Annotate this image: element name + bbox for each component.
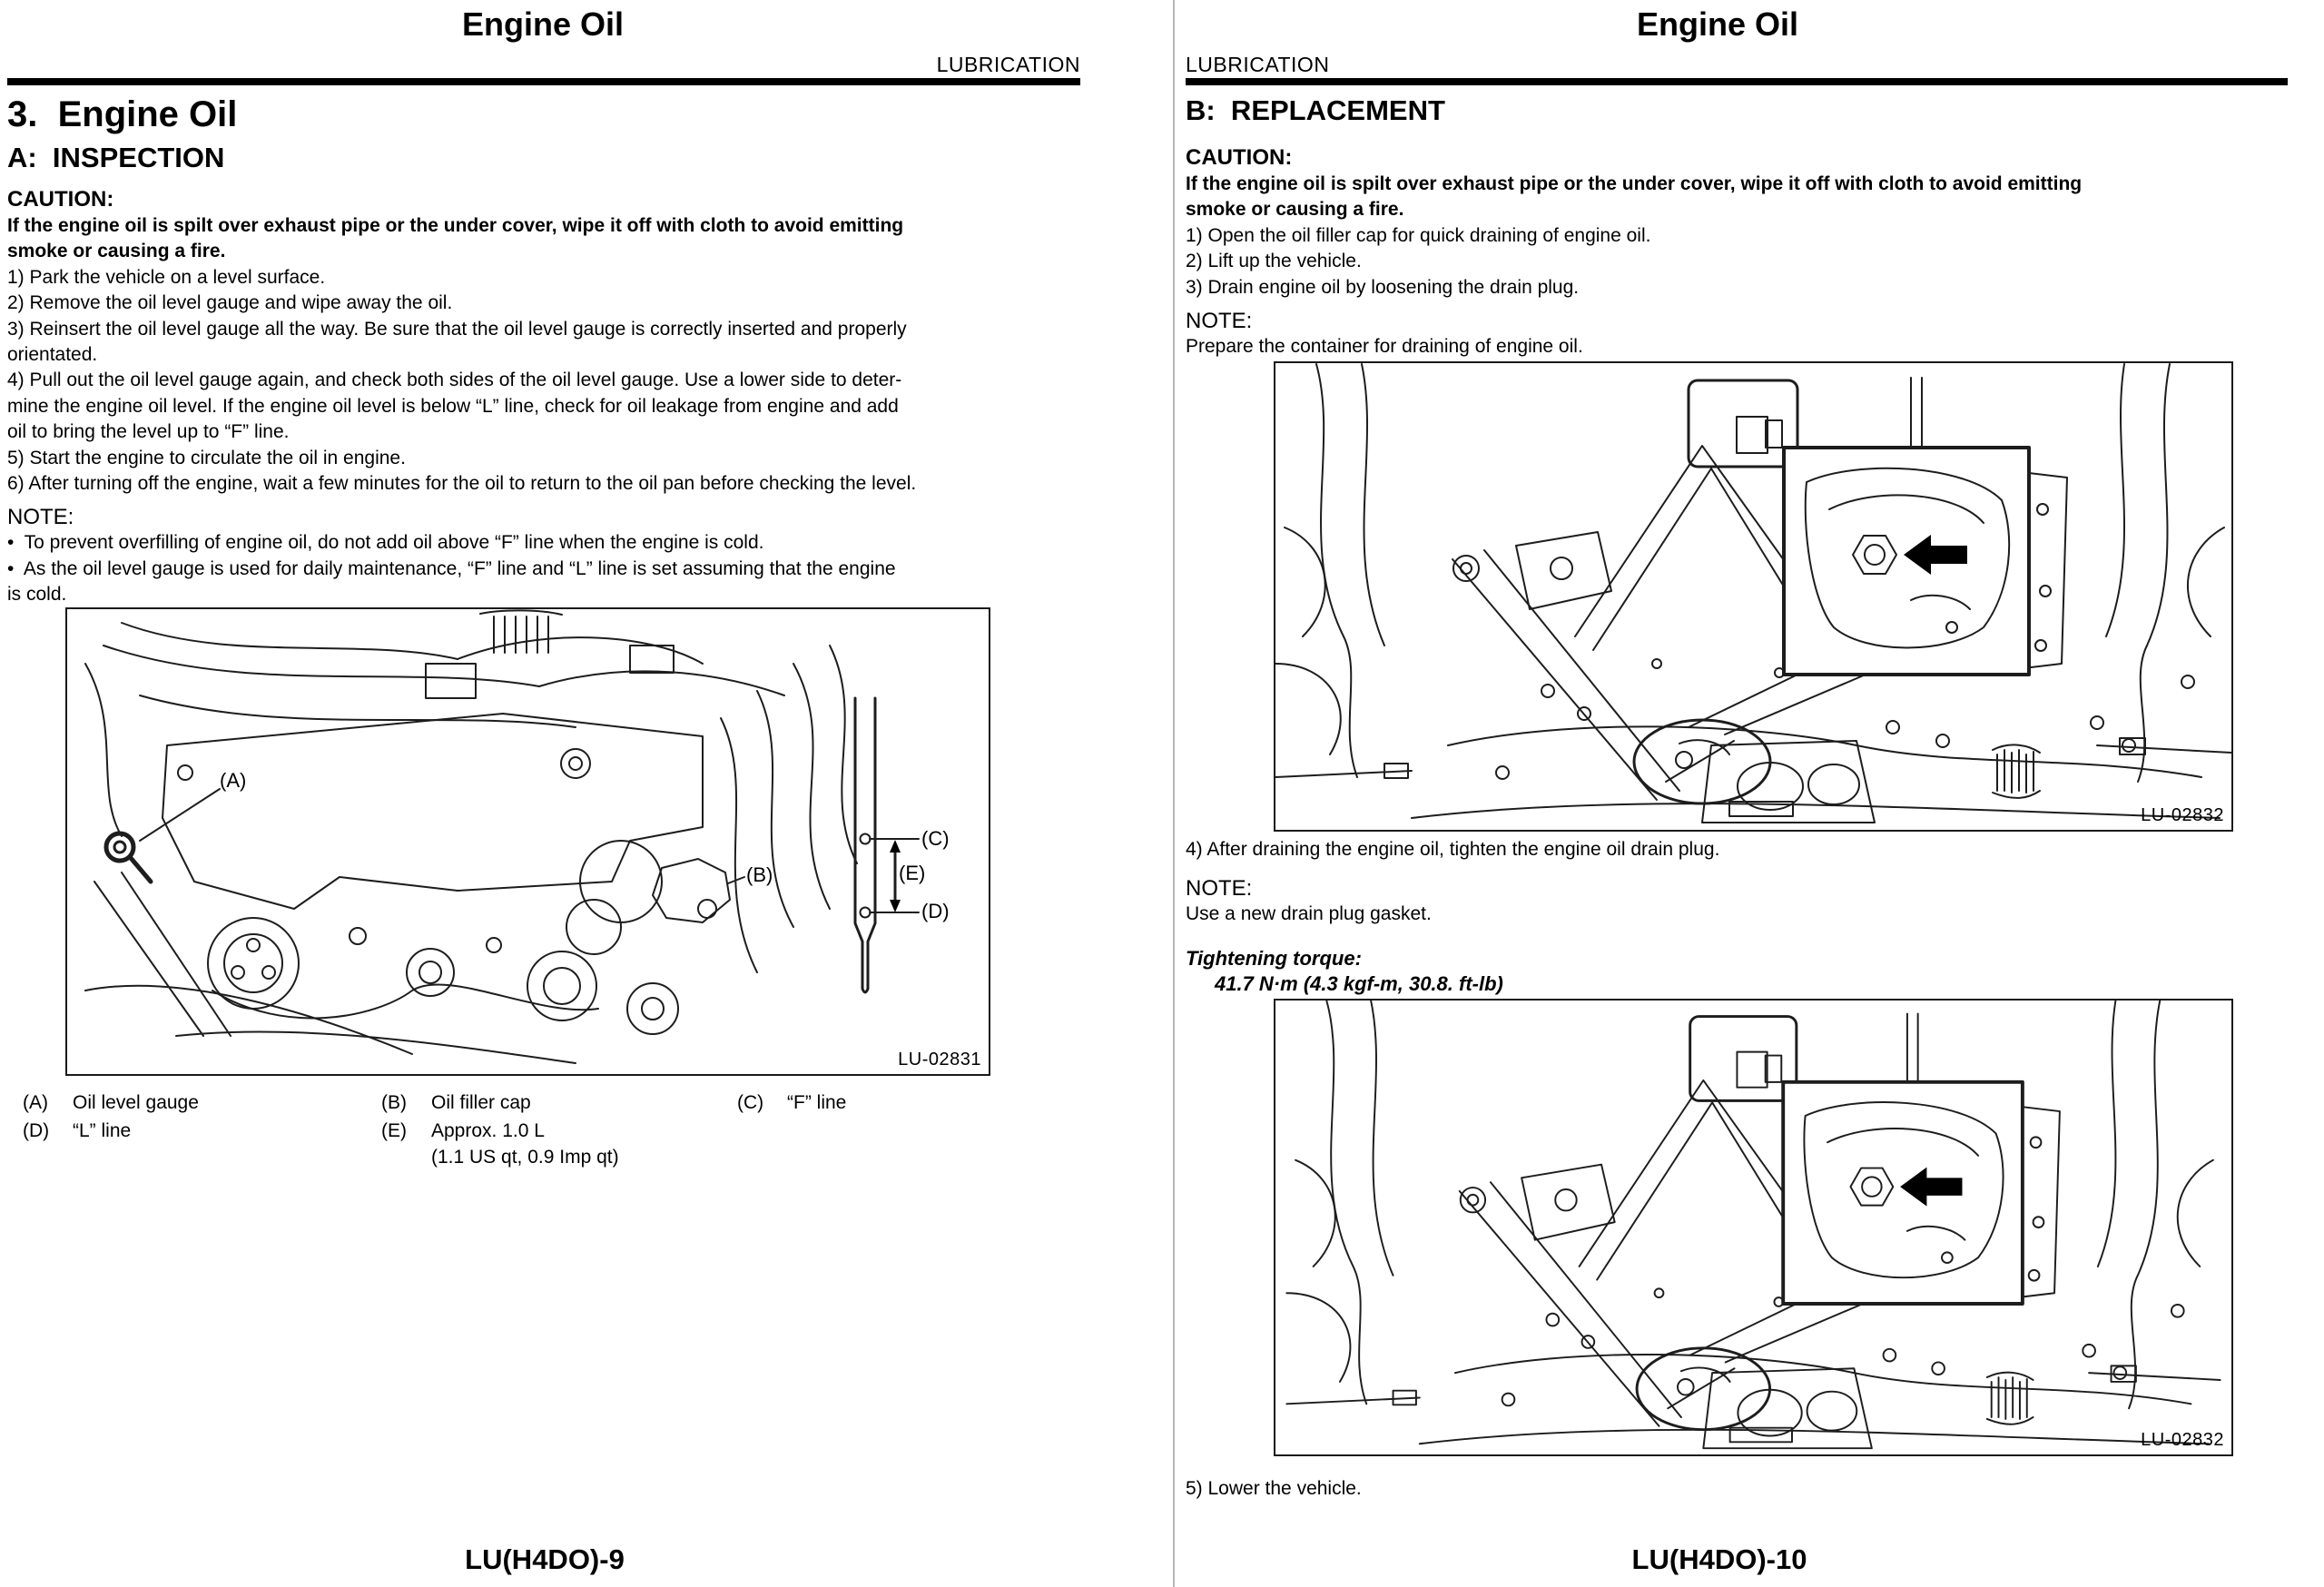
- step-4: 4) Pull out the oil level gauge again, a…: [7, 370, 902, 443]
- step-3: 3) Reinsert the oil level gauge all the …: [7, 318, 907, 366]
- figure-label-c: (C): [921, 827, 950, 850]
- legend-key-b: (B): [381, 1092, 407, 1113]
- note-text: Use a new drain plug gasket.: [1186, 903, 1432, 925]
- page-number: LU(H4DO)-10: [1631, 1543, 1807, 1575]
- note-text: Prepare the container for draining of en…: [1186, 336, 1583, 358]
- torque-value: 41.7 N·m (4.3 kgf-m, 30.8. ft-lb): [1215, 972, 1503, 996]
- step-2: 2) Remove the oil level gauge and wipe a…: [7, 292, 453, 314]
- section-label: LUBRICATION: [1186, 53, 1330, 76]
- engine-bay-line-art: [84, 609, 920, 1064]
- caution-text: If the engine oil is spilt over exhaust …: [7, 215, 904, 262]
- page-divider: [1173, 0, 1175, 1587]
- legend-key-e: (E): [381, 1120, 407, 1141]
- step-3: 3) Drain engine oil by loosening the dra…: [1186, 276, 1580, 298]
- step-5: 5) Start the engine to circulate the oil…: [7, 447, 406, 468]
- page-title: Engine Oil: [1636, 5, 1798, 43]
- manual-page-right: Engine Oil LUBRICATION B: REPLACEMENT CA…: [1175, 0, 2324, 1587]
- step-1: 1) Open the oil filler cap for quick dra…: [1186, 224, 1651, 246]
- page-number: LU(H4DO)-9: [465, 1543, 625, 1575]
- note-label: NOTE:: [1186, 309, 1253, 334]
- legend-key-a: (A): [23, 1092, 48, 1113]
- torque-label: Tightening torque:: [1186, 946, 1362, 970]
- legend-value-d: “L” line: [73, 1120, 132, 1141]
- arrow-icon: [1904, 535, 1967, 575]
- step-2: 2) Lift up the vehicle.: [1186, 251, 1362, 272]
- manual-page-left: Engine Oil LUBRICATION 3. Engine Oil A: …: [7, 5, 1133, 1575]
- caution-label: CAUTION:: [7, 187, 114, 212]
- step-4: 4) After draining the engine oil, tighte…: [1186, 839, 1720, 860]
- after-drain-text: 4) After draining the engine oil, tighte…: [1186, 837, 2300, 998]
- header-rule: [7, 78, 1080, 85]
- legend-key-d: (D): [23, 1120, 50, 1141]
- figure-drain-plug-2: LU-02832: [1274, 999, 2233, 1456]
- figure-caption: LU-02832: [2141, 805, 2224, 825]
- step-1: 1) Park the vehicle on a level surface.: [7, 266, 326, 288]
- figure-engine-bay: (A) (B) (C) (E) (D) LU-02831: [65, 607, 990, 1076]
- subheading-inspection: A: INSPECTION: [7, 142, 225, 173]
- body-text-column: CAUTION: If the engine oil is spilt over…: [7, 185, 1133, 608]
- page-title: Engine Oil: [461, 5, 624, 43]
- figure-label-b: (B): [746, 863, 773, 886]
- torque-spec: Tightening torque: 41.7 N·m (4.3 kgf-m, …: [1186, 946, 2300, 998]
- note-bullet-1: • To prevent overfilling of engine oil, …: [7, 532, 764, 554]
- legend-value-b: Oil filler cap: [431, 1092, 531, 1113]
- legend-value-a: Oil level gauge: [73, 1092, 199, 1113]
- undercarriage-line-art: [1275, 363, 2231, 823]
- subheading-replacement: B: REPLACEMENT: [1186, 94, 1445, 126]
- section-label: LUBRICATION: [936, 53, 1080, 76]
- note-label: NOTE:: [7, 505, 74, 530]
- figure-label-e: (E): [899, 862, 926, 884]
- legend-key-c: (C): [737, 1092, 764, 1113]
- figure-caption: LU-02831: [898, 1050, 981, 1070]
- heading-engine-oil: 3. Engine Oil: [7, 94, 238, 134]
- undercarriage-line-art: [1285, 1000, 2222, 1451]
- note-bullet-2: • As the oil level gauge is used for dai…: [7, 557, 896, 606]
- caution-label: CAUTION:: [1186, 145, 1293, 170]
- figure-label-a: (A): [220, 769, 247, 792]
- legend-value-e: Approx. 1.0 L (1.1 US qt, 0.9 Imp qt): [431, 1120, 619, 1168]
- legend-value-c: “F” line: [787, 1092, 847, 1113]
- figure-drain-plug-1: LU-02832: [1274, 361, 2233, 832]
- step-5: 5) Lower the vehicle.: [1186, 1478, 1362, 1499]
- note-label: NOTE:: [1186, 876, 1253, 902]
- header-rule: [1186, 78, 2288, 85]
- figure-caption: LU-02832: [2141, 1430, 2224, 1450]
- caution-text: If the engine oil is spilt over exhaust …: [1186, 173, 2083, 221]
- step-6: 6) After turning off the engine, wait a …: [7, 473, 917, 495]
- body-text-column: CAUTION: If the engine oil is spilt over…: [1186, 143, 2300, 360]
- figure-label-d: (D): [921, 900, 950, 922]
